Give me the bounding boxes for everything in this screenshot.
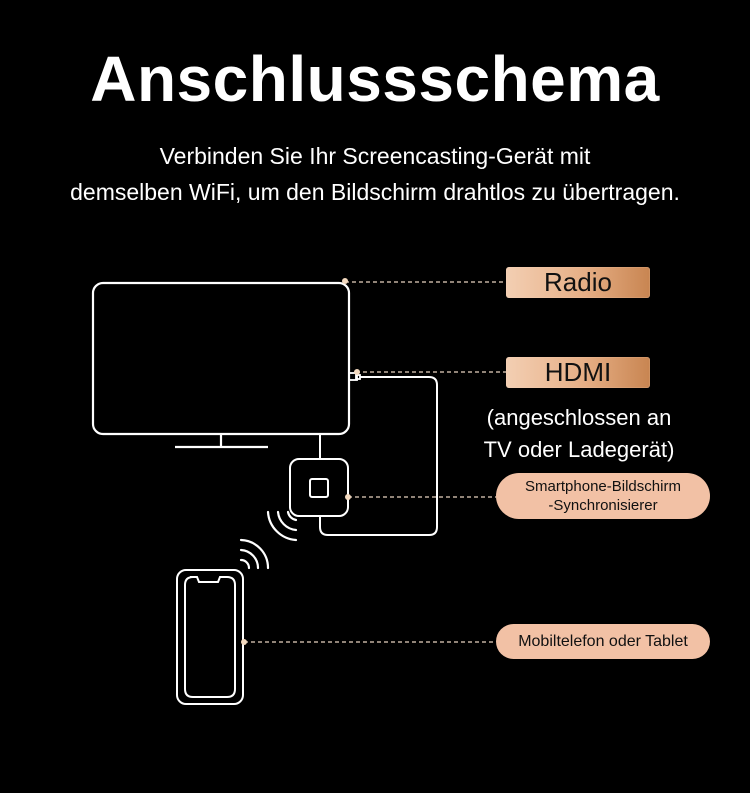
leader-lines — [244, 281, 506, 643]
hdmi-cable — [319, 376, 438, 536]
hdmi-note-line-2: TV oder Ladegerät) — [483, 437, 675, 462]
sync-label-line-1: Smartphone-Bildschirm — [525, 478, 681, 495]
subtitle: Verbinden Sie Ihr Screencasting-Gerät mi… — [0, 138, 750, 210]
radio-label: Radio — [506, 267, 650, 298]
wifi-signal-icon-2 — [239, 538, 270, 570]
sync-label-line-2: -Synchronisierer — [548, 497, 658, 514]
leader-dots — [241, 278, 360, 645]
smartphone-icon — [176, 569, 244, 705]
tv-icon — [91, 281, 351, 449]
screencast-dongle-icon — [289, 458, 349, 517]
wifi-signal-icon — [266, 510, 298, 542]
subtitle-line-2: demselben WiFi, um den Bildschirm drahtl… — [70, 179, 680, 205]
phone-label: Mobiltelefon oder Tablet — [496, 624, 710, 659]
hdmi-note-line-1: (angeschlossen an — [486, 405, 672, 430]
page-title: Anschlussschema — [90, 43, 660, 115]
sync-label: Smartphone-Bildschirm -Synchronisierer — [496, 473, 710, 519]
subtitle-line-1: Verbinden Sie Ihr Screencasting-Gerät mi… — [159, 143, 591, 169]
hdmi-label: HDMI — [506, 357, 650, 388]
hdmi-note: (angeschlossen an TV oder Ladegerät) — [466, 402, 692, 466]
